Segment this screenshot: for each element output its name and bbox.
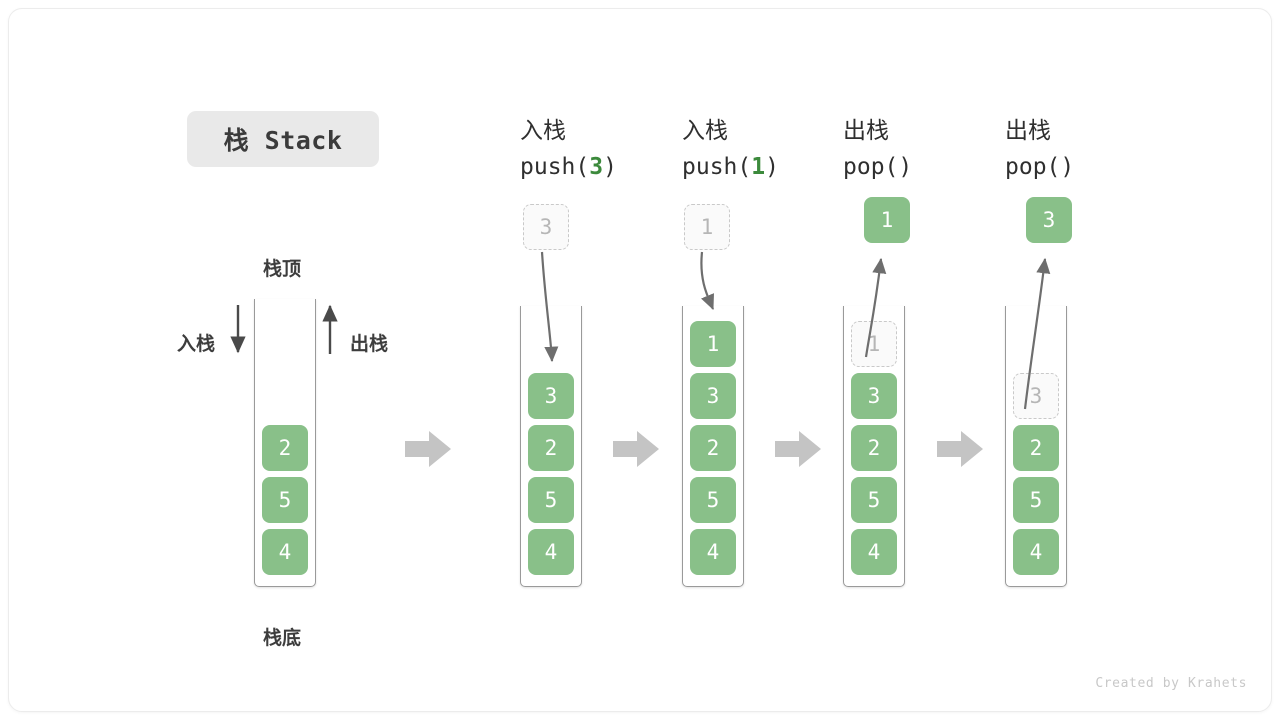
stack-container-push-3 bbox=[520, 306, 582, 587]
operation-label-push-3: 入栈 push(3) bbox=[520, 113, 690, 185]
step-arrow-1 bbox=[405, 431, 451, 467]
stack-cell: 5 bbox=[690, 477, 736, 523]
incoming-value-box: 3 bbox=[523, 204, 569, 250]
stack-cell: 5 bbox=[262, 477, 308, 523]
stack-container-push-1 bbox=[682, 306, 744, 587]
stack-cell: 4 bbox=[851, 529, 897, 575]
incoming-value-box: 1 bbox=[684, 204, 730, 250]
stack-cell: 1 bbox=[690, 321, 736, 367]
operation-label-pop-1: 出栈 pop() bbox=[843, 113, 1013, 185]
pop-direction-label: 出栈 bbox=[350, 333, 389, 355]
stack-cell: 5 bbox=[528, 477, 574, 523]
operation-code-label: push(1) bbox=[682, 154, 779, 180]
operation-cn-label: 出栈 bbox=[843, 118, 889, 144]
outgoing-value-box: 3 bbox=[1026, 197, 1072, 243]
outgoing-value-box: 1 bbox=[864, 197, 910, 243]
credit-text: Created by Krahets bbox=[1095, 676, 1247, 691]
stack-cell: 2 bbox=[851, 425, 897, 471]
stack-cell: 4 bbox=[690, 529, 736, 575]
stack-cell: 3 bbox=[851, 373, 897, 419]
stack-cell: 2 bbox=[262, 425, 308, 471]
removed-ghost-cell: 3 bbox=[1013, 373, 1059, 419]
stack-cell: 2 bbox=[690, 425, 736, 471]
stack-container-pop-1 bbox=[843, 306, 905, 587]
removed-ghost-cell: 1 bbox=[851, 321, 897, 367]
operation-code-label: pop() bbox=[843, 154, 913, 180]
stack-cell: 4 bbox=[1013, 529, 1059, 575]
operation-code-label: pop() bbox=[1005, 154, 1075, 180]
stack-cell: 2 bbox=[1013, 425, 1059, 471]
stack-top-label: 栈顶 bbox=[263, 258, 302, 280]
operation-cn-label: 出栈 bbox=[1005, 118, 1051, 144]
stack-cell: 3 bbox=[690, 373, 736, 419]
title-badge: 栈 Stack bbox=[187, 111, 379, 167]
stack-cell: 2 bbox=[528, 425, 574, 471]
step-arrow-4 bbox=[937, 431, 983, 467]
operation-label-pop-3: 出栈 pop() bbox=[1005, 113, 1175, 185]
diagram-stage: 栈 Stack 栈顶 栈底 入栈 出栈 2 5 4 入栈 push(3) 3 3… bbox=[9, 9, 1273, 713]
push-direction-label: 入栈 bbox=[177, 333, 216, 355]
stack-cell: 5 bbox=[1013, 477, 1059, 523]
operation-label-push-1: 入栈 push(1) bbox=[682, 113, 852, 185]
stack-container-initial bbox=[254, 299, 316, 587]
stack-cell: 3 bbox=[528, 373, 574, 419]
push-flow-arrow-1 bbox=[700, 251, 715, 311]
stack-cell: 4 bbox=[528, 529, 574, 575]
stack-bottom-label: 栈底 bbox=[263, 627, 302, 649]
stack-cell: 5 bbox=[851, 477, 897, 523]
diagram-card: 栈 Stack 栈顶 栈底 入栈 出栈 2 5 4 入栈 push(3) 3 3… bbox=[8, 8, 1272, 712]
operation-cn-label: 入栈 bbox=[682, 118, 728, 144]
step-arrow-3 bbox=[775, 431, 821, 467]
operation-cn-label: 入栈 bbox=[520, 118, 566, 144]
step-arrow-2 bbox=[613, 431, 659, 467]
stack-cell: 4 bbox=[262, 529, 308, 575]
stack-container-pop-3 bbox=[1005, 306, 1067, 587]
operation-code-label: push(3) bbox=[520, 154, 617, 180]
